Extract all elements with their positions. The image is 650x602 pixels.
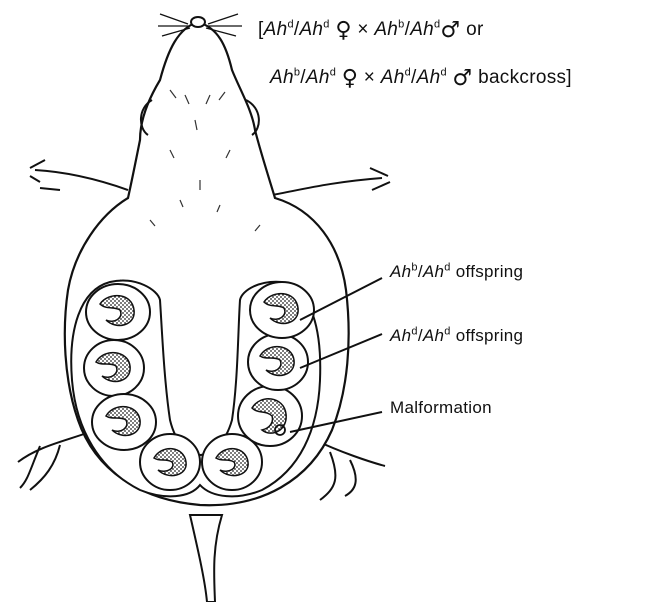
- offspring-word: offspring: [456, 262, 524, 281]
- cross-notation-line-2: Ahb/Ahd ♀ × Ahd/Ahd ♂ backcross]: [270, 66, 572, 91]
- allele-superscript: d: [323, 19, 329, 31]
- hind-leg-left: [18, 430, 95, 490]
- cross-notation-line-1: [Ahd/Ahd ♀ × Ahb/Ahd♂ or: [258, 18, 484, 43]
- allele: Ah: [417, 67, 441, 88]
- embryo-sac: [86, 284, 150, 340]
- allele-superscript: d: [411, 325, 417, 337]
- cross-sign: ×: [357, 19, 368, 40]
- allele-superscript: b: [294, 67, 300, 79]
- allele-superscript: d: [440, 67, 446, 79]
- female-symbol: ♀: [335, 18, 351, 43]
- cross-sign: ×: [364, 67, 375, 88]
- label-hetero-offspring: Ahb/Ahd offspring: [390, 262, 523, 282]
- conjunction-or: or: [466, 19, 484, 40]
- tail: [190, 515, 222, 602]
- embryo-sac: [250, 282, 314, 338]
- allele-superscript: d: [444, 325, 450, 337]
- allele: Ah: [264, 19, 288, 40]
- allele: Ah: [390, 326, 411, 345]
- female-symbol: ♀: [342, 66, 358, 91]
- front-leg-left: [30, 160, 128, 190]
- offspring-word: offspring: [456, 326, 524, 345]
- embryo-sac: [248, 334, 308, 390]
- embryo-sac: [92, 394, 156, 450]
- malformation-word: Malformation: [390, 398, 492, 417]
- allele-superscript: d: [444, 261, 450, 273]
- label-homo-offspring: Ahd/Ahd offspring: [390, 326, 523, 346]
- allele: Ah: [299, 19, 323, 40]
- allele-superscript: d: [287, 19, 293, 31]
- allele-superscript: b: [411, 261, 417, 273]
- embryo-sac-malformation: [238, 386, 302, 446]
- front-leg-right: [272, 168, 390, 195]
- allele: Ah: [423, 262, 444, 281]
- male-symbol: ♂: [452, 66, 472, 91]
- hind-leg-right: [315, 440, 385, 500]
- allele-superscript: b: [398, 19, 404, 31]
- allele: Ah: [390, 262, 411, 281]
- allele: Ah: [374, 19, 398, 40]
- allele-superscript: d: [405, 67, 411, 79]
- allele: Ah: [381, 67, 405, 88]
- backcross-label: backcross]: [478, 67, 572, 88]
- allele: Ah: [306, 67, 330, 88]
- allele-superscript: d: [330, 67, 336, 79]
- allele: Ah: [423, 326, 444, 345]
- label-malformation: Malformation: [390, 398, 492, 418]
- nose: [191, 17, 205, 27]
- embryo-sac: [84, 340, 144, 396]
- allele: Ah: [410, 19, 434, 40]
- embryo-sac: [140, 434, 200, 490]
- male-symbol: ♂: [440, 18, 460, 43]
- allele: Ah: [270, 67, 294, 88]
